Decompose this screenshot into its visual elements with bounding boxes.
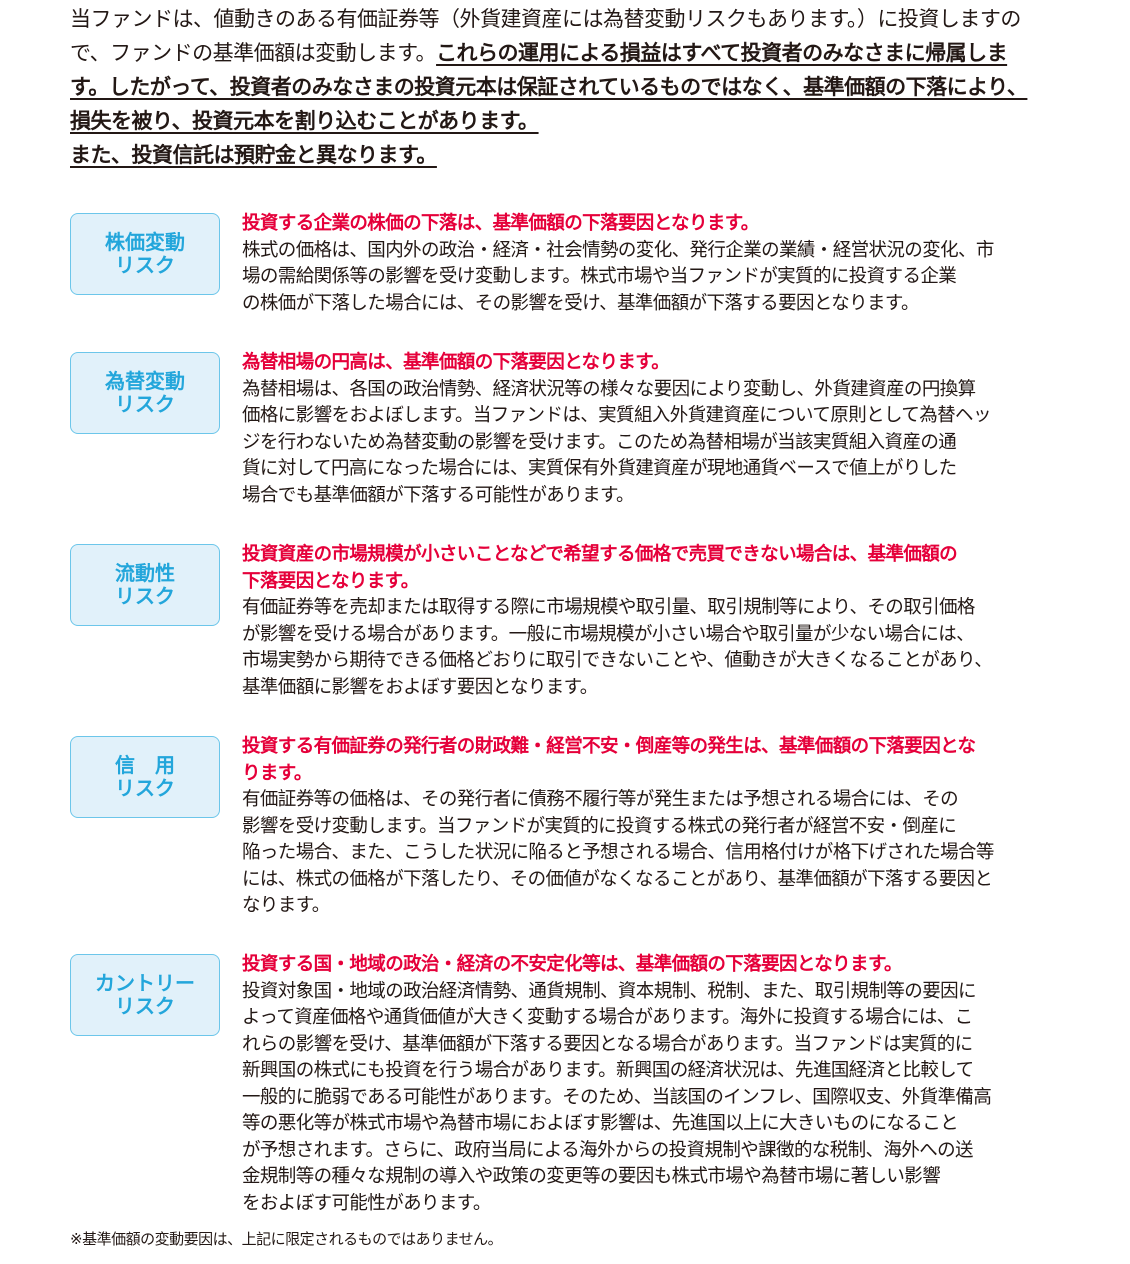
intro-emphasis-text: また、投資信託は預貯金と異なります。 [70, 143, 437, 167]
risk-body-line: の株価が下落した場合には、その影響を受け、基準価額が下落する要因となります。 [242, 292, 919, 314]
risk-body-line: が予想されます。さらに、政府当局による海外からの投資規制や課徴的な税制、海外への… [242, 1139, 974, 1161]
risk-content: 投資する有価証券の発行者の財政難・経営不安・倒産等の発生は、基準価額の下落要因と… [242, 734, 1072, 920]
risk-label-text: リスク [115, 584, 175, 608]
risk-body-line: よって資産価格や通貨価値が大きく変動する場合があります。海外に投資する場合には、… [242, 1007, 973, 1028]
intro-plain-text: 当ファンドは、値動きのある有価証券等（外貨建資産には為替変動リスクもあります。）… [70, 7, 1021, 31]
risk-body-line: 等の悪化等が株式市場や為替市場におよぼす影響は、先進国以上に大きいものになること [242, 1113, 959, 1134]
risk-headline: 為替相場の円高は、基準価額の下落要因となります。 [242, 352, 670, 373]
risk-headline: ります。 [242, 762, 312, 784]
risk-headline: 投資する企業の株価の下落は、基準価額の下落要因となります。 [242, 213, 759, 234]
intro-plain-text: で、ファンドの基準価額は変動します。 [70, 41, 437, 65]
risk-label-text: リスク [115, 776, 175, 800]
risk-label-text: リスク [115, 392, 175, 416]
intro-line: 損失を被り、投資元本を割り込むことがあります。 [70, 104, 1080, 138]
risk-label: カントリーリスク [70, 954, 220, 1036]
intro-emphasis-text: 損失を被り、投資元本を割り込むことがあります。 [70, 109, 539, 133]
risk-body-line: れらの影響を受け、基準価額が下落する要因となる場合があります。当ファンドは実質的… [242, 1033, 973, 1055]
risk-headline: 下落要因となります。 [242, 570, 419, 592]
risk-body-line: が影響を受ける場合があります。一般に市場規模が小さい場合や取引量が少ない場合には… [242, 623, 975, 645]
risk-body-line: 新興国の株式にも投資を行う場合があります。新興国の経済状況は、先進国経済と比較し… [242, 1060, 974, 1081]
risk-body-line: ジを行わないため為替変動の影響を受けます。このため為替相場が当該実質組入資産の通 [242, 431, 957, 453]
risk-content: 投資資産の市場規模が小さいことなどで希望する価格で売買できない場合は、基準価額の… [242, 542, 1072, 701]
risk-content: 為替相場の円高は、基準価額の下落要因となります。為替相場は、各国の政治情勢、経済… [242, 350, 1072, 509]
risk-label-text: 流動性 [115, 561, 175, 585]
risk-label-text: 株価変動 [105, 230, 185, 254]
risk-body-line: なります。 [242, 895, 330, 916]
intro-line: また、投資信託は預貯金と異なります。 [70, 138, 1080, 172]
risk-label: 信 用リスク [70, 736, 220, 818]
footnote: ※基準価額の変動要因は、上記に限定されるものではありません。 [70, 1230, 503, 1248]
risk-body-line: 場の需給関係等の影響を受け変動します。株式市場や当ファンドが実質的に投資する企業 [242, 266, 957, 287]
risk-body-line: 金規制等の種々な規制の導入や政策の変更等の要因も株式市場や為替市場に著しい影響 [242, 1166, 941, 1187]
intro-line: で、ファンドの基準価額は変動します。これらの運用による損益はすべて投資者のみなさ… [70, 36, 1080, 70]
risk-body-line: 為替相場は、各国の政治情勢、経済状況等の様々な要因により変動し、外貨建資産の円換… [242, 378, 976, 400]
risk-body-line: 価格に影響をおよぼします。当ファンドは、実質組入外貨建資産について原則として為替… [242, 405, 991, 426]
risk-body-line: 一般的に脆弱である可能性があります。そのため、当該国のインフレ、国際収支、外貨準… [242, 1086, 992, 1108]
risk-label-text: 信 用 [115, 753, 175, 777]
risk-headline: 投資資産の市場規模が小さいことなどで希望する価格で売買できない場合は、基準価額の [242, 544, 958, 565]
risk-body-line: をおよぼす可能性があります。 [242, 1192, 491, 1214]
intro-line: す。したがって、投資者のみなさまの投資元本は保証されているものではなく、基準価額… [70, 70, 1080, 104]
risk-headline: 投資する有価証券の発行者の財政難・経営不安・倒産等の発生は、基準価額の下落要因と… [242, 736, 976, 757]
risk-label-text: リスク [115, 253, 175, 277]
risk-label: 流動性リスク [70, 544, 220, 626]
risk-body-line: 影響を受け変動します。当ファンドが実質的に投資する株式の発行者が経営不安・倒産に [242, 815, 957, 837]
risk-body-line: 有価証券等の価格は、その発行者に債務不履行等が発生または予想される場合には、その [242, 789, 959, 810]
risk-content: 投資する国・地域の政治・経済の不安定化等は、基準価額の下落要因となります。投資対… [242, 952, 1072, 1217]
risk-body-line: 陥った場合、また、こうした状況に陥ると予想される場合、信用格付けが格下げされた場… [242, 842, 994, 863]
intro-line: 当ファンドは、値動きのある有価証券等（外貨建資産には為替変動リスクもあります。）… [70, 2, 1080, 36]
risk-body-line: 貨に対して円高になった場合には、実質保有外貨建資産が現地通貨ベースで値上がりした [242, 458, 957, 479]
risk-headline: 投資する国・地域の政治・経済の不安定化等は、基準価額の下落要因となります。 [242, 954, 903, 975]
risk-label-text: 為替変動 [105, 369, 185, 393]
risk-body-line: 場合でも基準価額が下落する可能性があります。 [242, 484, 635, 506]
intro-emphasis-text: す。したがって、投資者のみなさまの投資元本は保証されているものではなく、基準価額… [70, 75, 1028, 99]
risk-body-line: 投資対象国・地域の政治経済情勢、通貨規制、資本規制、税制、また、取引規制等の要因… [242, 980, 977, 1002]
intro-text: 当ファンドは、値動きのある有価証券等（外貨建資産には為替変動リスクもあります。）… [70, 2, 1080, 172]
risk-body-line: には、株式の価格が下落したり、その価値がなくなることがあり、基準価額が下落する要… [242, 868, 993, 890]
risk-label-text: リスク [115, 994, 175, 1018]
risk-label: 為替変動リスク [70, 352, 220, 434]
risk-label: 株価変動リスク [70, 213, 220, 295]
risk-content: 投資する企業の株価の下落は、基準価額の下落要因となります。株式の価格は、国内外の… [242, 211, 1072, 317]
risk-body-line: 株式の価格は、国内外の政治・経済・社会情勢の変化、発行企業の業績・経営状況の変化… [242, 239, 994, 261]
risk-body-line: 市場実勢から期待できる価格どおりに取引できないことや、値動きが大きくなることがあ… [242, 650, 993, 671]
intro-emphasis-text: これらの運用による損益はすべて投資者のみなさまに帰属しま [436, 41, 1008, 65]
risk-body-line: 基準価額に影響をおよぼす要因となります。 [242, 676, 598, 698]
risk-label-text: カントリー [95, 971, 195, 995]
risk-body-line: 有価証券等を売却または取得する際に市場規模や取引量、取引規制等により、その取引価… [242, 597, 975, 618]
